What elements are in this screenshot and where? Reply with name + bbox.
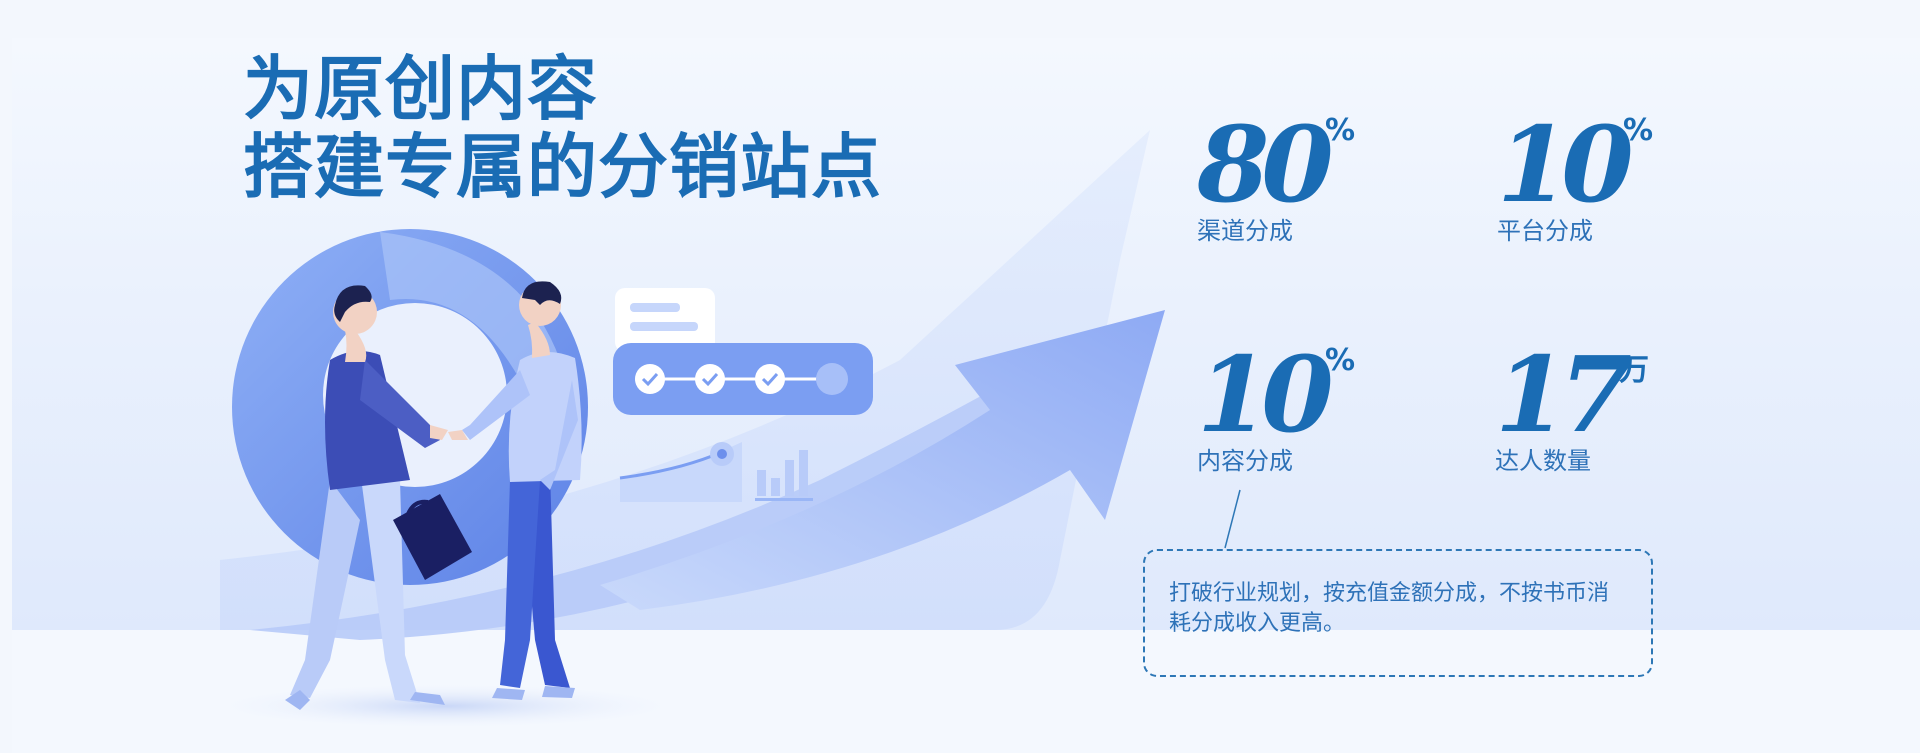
- stat-influencer-count: 17 万 达人数量: [1495, 333, 1649, 476]
- stat-content-share: 10 % 内容分成: [1197, 333, 1355, 476]
- stat-value: 10: [1497, 103, 1634, 226]
- person-right: [448, 281, 582, 700]
- bar-chart-icon: [755, 450, 813, 501]
- callout-text: 打破行业规划，按充值金额分成，不按书币消耗分成收入更高。: [1169, 581, 1610, 636]
- stat-unit: %: [1325, 113, 1356, 148]
- stat-platform-share: 10 % 平台分成: [1497, 103, 1653, 246]
- stat-value: 17: [1495, 333, 1632, 456]
- stat-unit: %: [1623, 113, 1654, 148]
- stat-unit: %: [1325, 343, 1356, 378]
- callout-box: 打破行业规划，按充值金额分成，不按书币消耗分成收入更高。: [1143, 549, 1653, 677]
- growth-arrow: [250, 310, 1165, 640]
- stat-value: 80: [1197, 103, 1334, 226]
- stat-channel-share: 80 % 渠道分成: [1197, 103, 1355, 246]
- title-line-2: 搭建专属的分销站点: [243, 126, 882, 208]
- stat-label: 渠道分成: [1197, 217, 1293, 245]
- stat-label: 平台分成: [1497, 217, 1593, 245]
- title-line-1: 为原创内容: [243, 48, 598, 130]
- area-chart-icon: [619, 442, 742, 502]
- stat-label: 内容分成: [1197, 447, 1293, 475]
- stat-unit: 万: [1619, 353, 1649, 388]
- check-progress-card: [613, 343, 873, 415]
- stat-value: 10: [1197, 333, 1334, 456]
- briefcase-icon: [393, 494, 472, 580]
- page-title: 为原创内容 搭建专属的分销站点: [243, 50, 882, 206]
- ground-shadow: [215, 684, 675, 728]
- stat-label: 达人数量: [1495, 447, 1591, 475]
- person-left: [285, 285, 448, 710]
- callout-leader-line: [1224, 489, 1241, 549]
